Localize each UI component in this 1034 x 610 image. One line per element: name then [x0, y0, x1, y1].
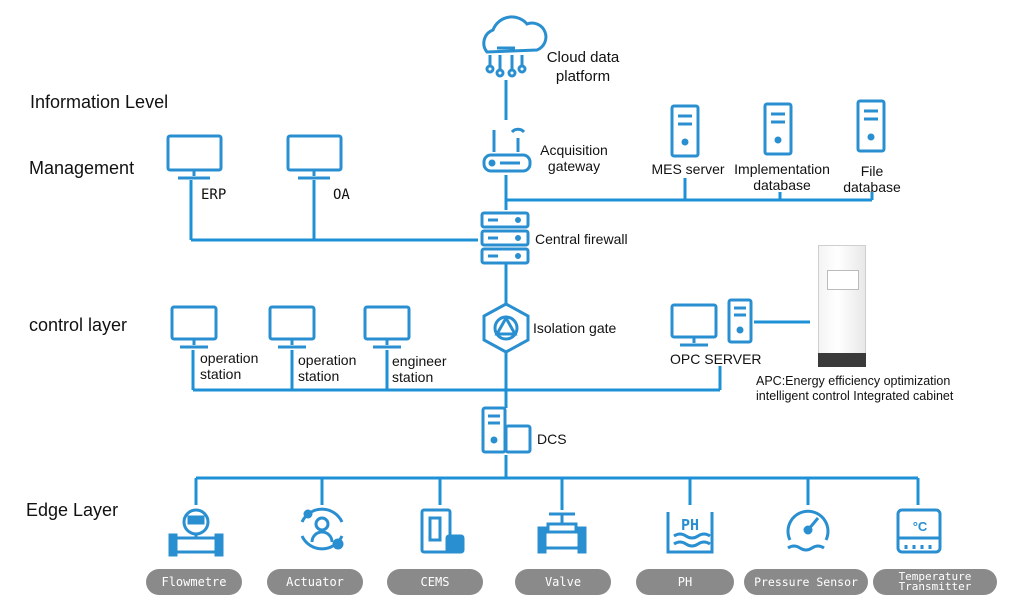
apc-cabinet-image [818, 245, 866, 367]
isolation-label: Isolation gate [533, 320, 617, 336]
monitor-icon [166, 134, 343, 180]
edge-pill-actuator: Actuator [267, 569, 363, 595]
edge-pill-flowmetre: Flowmetre [146, 569, 242, 595]
erp-label: ERP [201, 187, 227, 203]
level-information: Information Level [30, 92, 169, 112]
op-station-2-label: operation station [298, 352, 357, 384]
dcs-label: DCS [537, 431, 567, 447]
apc-label: APC:Energy efficiency optimization intel… [756, 374, 954, 403]
valve-icon [537, 512, 587, 554]
edge-pill-ph: PH [636, 569, 734, 595]
cabinet-nameplate [827, 270, 859, 290]
server-icon [670, 99, 886, 158]
dcs-icon [481, 406, 532, 454]
edge-pill-pressure-sensor: Pressure Sensor [744, 569, 868, 595]
eng-station-label: engineer station [392, 353, 447, 385]
edge-pill-valve: Valve [515, 569, 611, 595]
edge-pill-cems: CEMS [387, 569, 483, 595]
mes-label: MES server [651, 161, 725, 177]
pressure-gauge-icon [786, 509, 830, 552]
flowmeter-icon [168, 508, 224, 557]
op-station-1-label: operation station [200, 350, 259, 382]
firewall-label: Central firewall [535, 231, 628, 247]
ph-icon-letters: PH [681, 516, 699, 534]
celsius-icon-text: °C [913, 519, 928, 534]
cabinet-base [818, 353, 866, 367]
level-edge: Edge Layer [26, 500, 119, 520]
oa-label: OA [333, 187, 350, 203]
cloud-icon [482, 15, 548, 78]
firewall-icon [480, 211, 530, 265]
edge-pill-temperature-transmitter: Temperature Transmitter [873, 569, 997, 595]
station-monitor-icon [170, 305, 411, 349]
gateway-label: Acquisition gateway [540, 142, 608, 174]
impl-db-label: Implementation database [734, 161, 830, 193]
file-db-label: File database [843, 163, 901, 195]
router-icon [482, 127, 532, 173]
opc-label: OPC SERVER [670, 351, 762, 367]
ph-icon [666, 512, 714, 554]
opc-server-icon [670, 298, 753, 347]
level-control: control layer [29, 315, 128, 335]
actuator-icon [300, 507, 344, 551]
cloud-label: Cloud data platform [546, 49, 620, 85]
level-management: Management [29, 158, 135, 178]
temperature-icon [896, 508, 942, 554]
isolation-gate-icon [482, 302, 530, 354]
cems-icon [420, 508, 465, 554]
